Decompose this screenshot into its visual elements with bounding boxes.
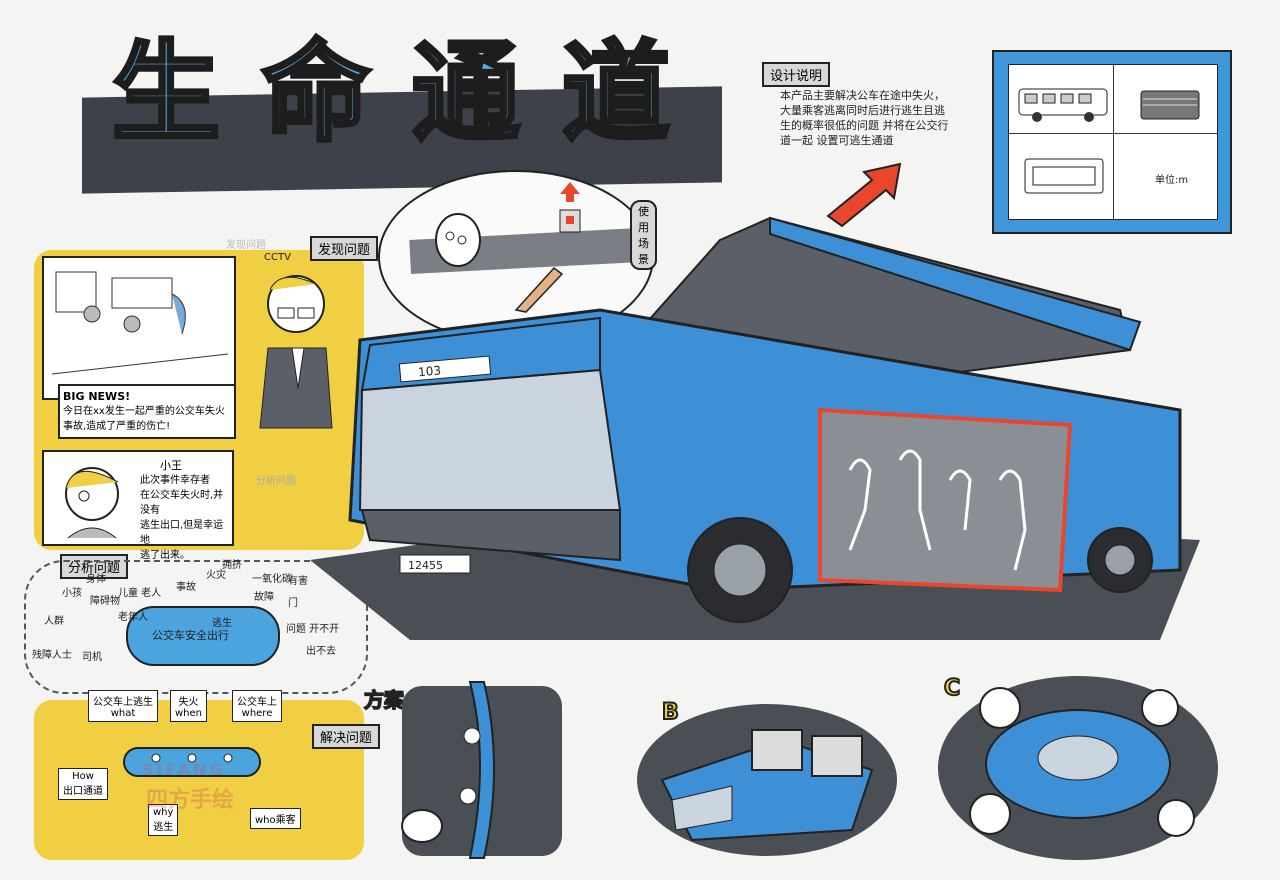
bus-windshield [358,368,622,511]
bus-bottom-plate-text: 12455 [408,559,443,572]
bus-bumper [360,509,621,562]
survivor-face-icon [65,467,119,538]
plan-c-sketch [938,676,1218,860]
bus-front-plate-text: 103 [418,363,442,379]
analysis-word: 老年人 [118,612,148,623]
news-caption: BIG NEWS! 今日在xx发生一起严重的公交车失火事故,造成了严重的伤亡! [58,384,236,439]
bus-main-illustration: 103 12455 [310,216,1200,640]
unit-label: 单位:m [1155,175,1189,186]
page-title: 生 命 通 道 [110,22,712,192]
design-note-line: 大量乘客逃离同时后进行逃生且逃 [780,104,945,117]
design-note-line: 道一起 设置可逃生通道 [780,134,894,147]
discover-problem-label: 发现问题 [310,236,379,261]
analysis-word: 故障 [254,592,274,603]
survivor-name: 小王 [160,459,182,472]
solve-how-node: How 出口通道 [58,768,108,800]
design-note-line: 本产品主要解决公车在途中失火， [780,89,945,102]
analysis-center-text: 公交车安全出行 [152,629,229,642]
design-note-label: 设计说明 [762,62,831,87]
plan-a-sketch [401,681,562,859]
pulling-hand-icon [514,266,564,313]
survivor-line: 此次事件幸存者 [140,475,210,486]
solve-why-node: why 逃生 [148,804,179,836]
solve-what-node: 公交车上逃生 what [88,690,158,722]
comic-panel-survivor: 小王 此次事件幸存者 在公交车失火时,并没有 逃生出口,但是幸运地 逃了出来。 [42,450,234,561]
analysis-word: 儿童 老人 [118,588,162,599]
news-anchor-figure [259,275,333,429]
analyze-problem-label: 分析问题 [60,554,129,579]
escape-doorway [818,407,1073,593]
bus-front-sign [398,355,492,383]
analysis-word: 残障人士 [32,650,72,661]
title-char-4: 道 [560,31,672,156]
analysis-faded-label: 分析问题 [256,476,296,487]
analysis-word: 一氧化碳 [252,574,292,585]
emergency-handle-icon [435,213,481,267]
side-view-icon [1018,88,1108,122]
analysis-word: 拥挤 [222,560,242,571]
red-arrow-icon [826,162,902,228]
bus-bottom-plate [399,554,471,574]
plan-b-sketch [637,704,897,856]
analysis-word: 门 [288,598,298,609]
survivor-text: 小王 此次事件幸存者 在公交车失火时,并没有 逃生出口,但是幸运地 逃了出来。 [140,458,228,563]
analysis-word: 人群 [44,616,64,627]
analysis-word: 事故 [176,582,196,593]
emergency-button-icon [559,182,581,233]
analysis-word: 火灾 [206,570,226,581]
mini-bus-icon [123,747,261,777]
cctv-label: CCTV [264,252,291,263]
analysis-word: 身体 [86,574,106,585]
front-view-icon [1140,90,1200,120]
analysis-word: 问题 开不开 [286,624,340,635]
title-char-2: 命 [260,31,372,156]
top-view-icon [1024,158,1104,194]
survivor-line: 逃了出来。 [140,550,190,561]
three-view-inner: 单位:m [1008,64,1218,220]
analysis-word: 出不去 [306,646,336,657]
design-note-line: 生的概率很低的问题 并将在公交行 [780,119,949,132]
discover-problem-faded: 发现问题 [226,240,266,251]
news-title: BIG NEWS! [63,390,131,403]
survivor-line: 在公交车失火时,并没有 [140,490,224,516]
title-char-3: 通 [410,31,522,156]
solve-when-node: 失火 when [170,690,208,722]
analysis-word: 有害 [288,576,308,587]
solve-where-node: 公交车上 where [232,690,282,722]
comic-panel-news: BIG NEWS! 今日在xx发生一起严重的公交车失火事故,造成了严重的伤亡! [42,256,236,439]
news-body: 今日在xx发生一起严重的公交车失火事故,造成了严重的伤亡! [63,406,225,432]
plan-b-label: B [661,699,680,726]
analysis-word: 小孩 [62,588,82,599]
watermark-brand: SIFANG [142,760,226,779]
usage-scene-bubble: 使用场景 [378,170,657,344]
survivor-line: 逃生出口,但是幸运地 [140,520,224,546]
analysis-word: 逃生 [212,618,232,629]
design-note-text: 本产品主要解决公车在途中失火， 大量乘客逃离同时后进行逃生且逃 生的概率很低的问… [780,88,980,148]
roof-panel-top [769,216,1142,352]
bus-interior-sketch [52,271,228,375]
usage-scene-label: 使用场景 [630,200,657,270]
solve-problem-label: 解决问题 [312,724,381,749]
passenger-silhouettes [848,449,1027,571]
plan-c-label: C [943,675,961,702]
solve-who-node: who乘客 [250,808,301,829]
watermark-cn: 四方手绘 [146,788,235,813]
title-char-1: 生 [110,31,222,156]
analysis-word: 司机 [82,652,102,663]
analysis-word: 障碍物 [90,596,120,607]
three-view-panel: 单位:m [992,50,1232,234]
analysis-center-cloud: 公交车安全出行 [126,606,280,666]
analysis-mindmap: 公交车安全出行 人群 老年人 小孩 儿童 老人 残障人士 逃生 司机 障碍物 身… [24,560,368,694]
